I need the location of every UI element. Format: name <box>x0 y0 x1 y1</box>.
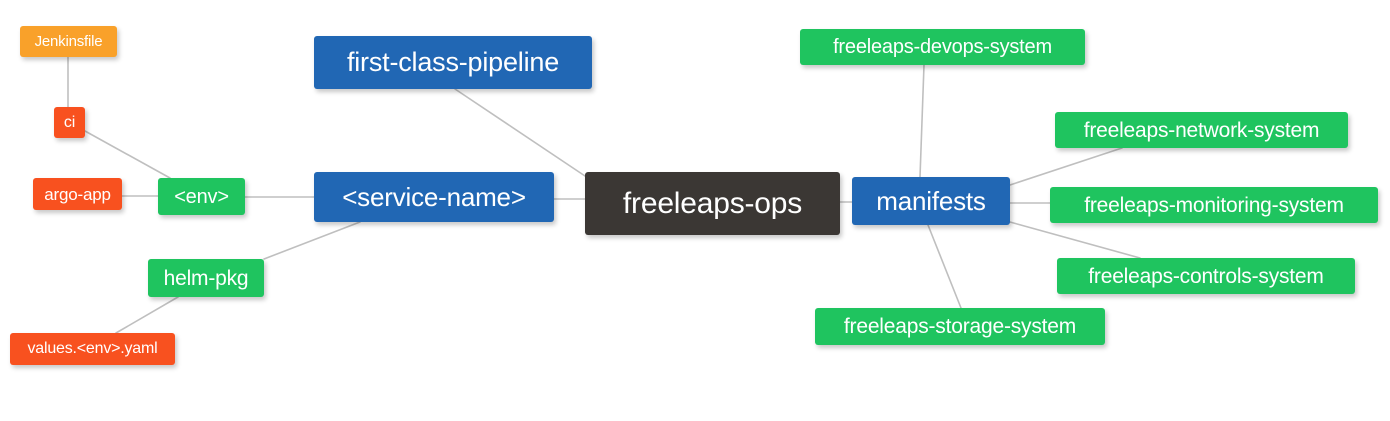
node-label-values-env-yaml: values.<env>.yaml <box>27 340 158 357</box>
node-service-name[interactable]: <service-name> <box>314 172 554 222</box>
node-freeleaps-controls-system[interactable]: freeleaps-controls-system <box>1057 258 1355 294</box>
node-label-first-class-pipeline: first-class-pipeline <box>346 47 560 77</box>
node-label-jenkinsfile: Jenkinsfile <box>34 33 103 50</box>
edge-helm-pkg-to-values-env-yaml <box>115 296 179 334</box>
node-first-class-pipeline[interactable]: first-class-pipeline <box>314 36 592 89</box>
node-label-freeleaps-storage-system: freeleaps-storage-system <box>843 315 1077 338</box>
node-freeleaps-network-system[interactable]: freeleaps-network-system <box>1055 112 1348 148</box>
edge-manifests-to-freeleaps-storage-system <box>927 224 962 309</box>
node-label-service-name: <service-name> <box>342 182 526 212</box>
edge-manifests-to-freeleaps-devops-system <box>919 64 925 178</box>
node-label-freeleaps-controls-system: freeleaps-controls-system <box>1088 264 1324 288</box>
edge-env-to-ci <box>84 130 171 179</box>
node-ci[interactable]: ci <box>54 107 85 138</box>
node-label-freeleaps-monitoring-system: freeleaps-monitoring-system <box>1084 193 1344 217</box>
node-freeleaps-ops[interactable]: freeleaps-ops <box>585 172 840 235</box>
node-argo-app[interactable]: argo-app <box>33 178 122 210</box>
edge-manifests-to-freeleaps-controls-system <box>1009 221 1141 259</box>
node-freeleaps-monitoring-system[interactable]: freeleaps-monitoring-system <box>1050 187 1378 223</box>
node-freeleaps-storage-system[interactable]: freeleaps-storage-system <box>815 308 1105 345</box>
edge-freeleaps-ops-to-first-class-pipeline <box>454 88 589 179</box>
edge-service-name-to-helm-pkg <box>263 221 361 260</box>
node-manifests[interactable]: manifests <box>852 177 1010 225</box>
node-label-manifests: manifests <box>876 186 986 216</box>
node-freeleaps-devops-system[interactable]: freeleaps-devops-system <box>800 29 1085 65</box>
node-helm-pkg[interactable]: helm-pkg <box>148 259 264 297</box>
node-label-ci: ci <box>63 113 76 131</box>
node-label-argo-app: argo-app <box>44 184 111 204</box>
node-label-env: <env> <box>174 185 229 208</box>
node-jenkinsfile[interactable]: Jenkinsfile <box>20 26 117 57</box>
edge-manifests-to-freeleaps-network-system <box>1009 147 1123 186</box>
node-label-freeleaps-ops: freeleaps-ops <box>622 186 803 220</box>
node-label-freeleaps-devops-system: freeleaps-devops-system <box>833 36 1052 58</box>
node-label-helm-pkg: helm-pkg <box>163 266 249 290</box>
node-label-freeleaps-network-system: freeleaps-network-system <box>1083 118 1320 142</box>
node-values-env-yaml[interactable]: values.<env>.yaml <box>10 333 175 365</box>
node-env[interactable]: <env> <box>158 178 245 215</box>
